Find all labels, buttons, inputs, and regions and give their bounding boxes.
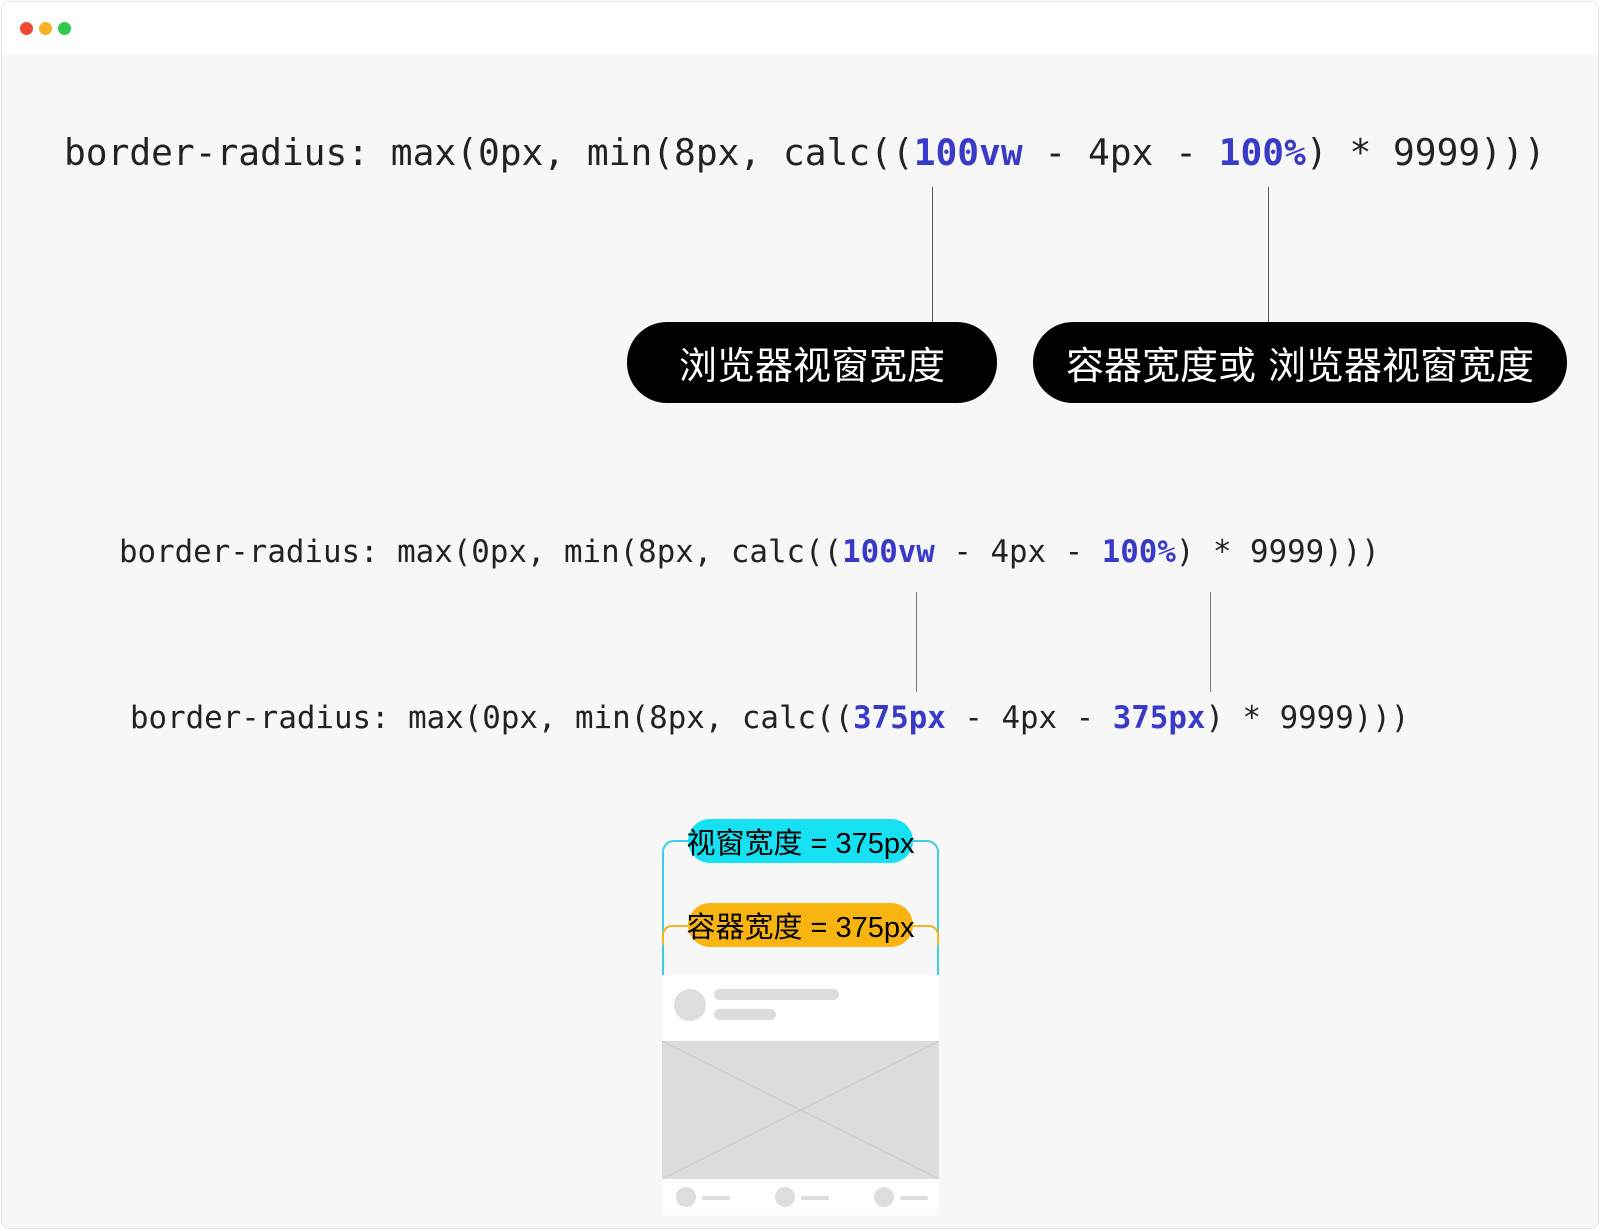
viewport-width-tag-label: 视窗宽度 = 375px [686, 828, 915, 860]
container-width-tag: 容器宽度 = 375px [686, 903, 915, 947]
formula-top-middle: - 4px - [1022, 131, 1219, 174]
formula-generic: border-radius: max(0px, min(8px, calc((1… [119, 537, 1380, 568]
action-label-placeholder [801, 1196, 829, 1200]
callout-container-or-viewport-width: 容器宽度或 浏览器视窗宽度 [1033, 322, 1567, 403]
maximize-window-dot-icon[interactable] [58, 22, 71, 35]
formula-generic-suffix: ) * 9999))) [1175, 534, 1380, 570]
image-placeholder-icon [662, 1041, 939, 1179]
formula-top-term-viewport: 100vw [913, 131, 1023, 174]
viewport-width-tag: 视窗宽度 = 375px [686, 819, 915, 863]
callout-viewport-width-label: 浏览器视窗宽度 [678, 344, 945, 388]
action-label-placeholder [900, 1196, 928, 1200]
callout-container-or-viewport-width-label: 容器宽度或 浏览器视窗宽度 [1065, 344, 1535, 388]
formula-resolved-suffix: ) * 9999))) [1205, 700, 1410, 736]
title-line-placeholder [714, 989, 839, 1000]
action-icon [874, 1187, 894, 1207]
formula-generic-term-percent: 100% [1101, 534, 1176, 570]
connector-line-viewport [932, 187, 933, 323]
subtitle-line-placeholder [714, 1009, 776, 1020]
close-window-dot-icon[interactable] [20, 22, 33, 35]
formula-top-suffix: ) * 9999))) [1305, 131, 1546, 174]
connector-line-percent [1268, 187, 1269, 323]
formula-resolved: border-radius: max(0px, min(8px, calc((3… [130, 703, 1409, 734]
formula-resolved-term-viewport: 375px [853, 700, 946, 736]
avatar-placeholder [674, 989, 706, 1021]
action-icon [775, 1187, 795, 1207]
mapping-line-percent [1210, 592, 1211, 692]
container-width-tag-label: 容器宽度 = 375px [686, 912, 915, 944]
minimize-window-dot-icon[interactable] [39, 22, 52, 35]
window-titlebar [2, 2, 1598, 54]
formula-resolved-term-container: 375px [1112, 700, 1206, 736]
mockup-card [662, 975, 939, 1215]
action-icon [676, 1187, 696, 1207]
formula-top-term-percent: 100% [1218, 131, 1306, 174]
formula-resolved-middle: - 4px - [945, 700, 1113, 736]
formula-generic-term-viewport: 100vw [842, 534, 935, 570]
mapping-line-viewport [916, 592, 917, 692]
formula-resolved-prefix: border-radius: max(0px, min(8px, calc(( [130, 700, 854, 736]
formula-top: border-radius: max(0px, min(8px, calc((1… [64, 134, 1546, 171]
formula-top-prefix: border-radius: max(0px, min(8px, calc(( [64, 131, 914, 174]
callout-viewport-width: 浏览器视窗宽度 [627, 322, 997, 403]
formula-generic-prefix: border-radius: max(0px, min(8px, calc(( [119, 534, 843, 570]
action-label-placeholder [702, 1196, 730, 1200]
formula-generic-middle: - 4px - [934, 534, 1102, 570]
